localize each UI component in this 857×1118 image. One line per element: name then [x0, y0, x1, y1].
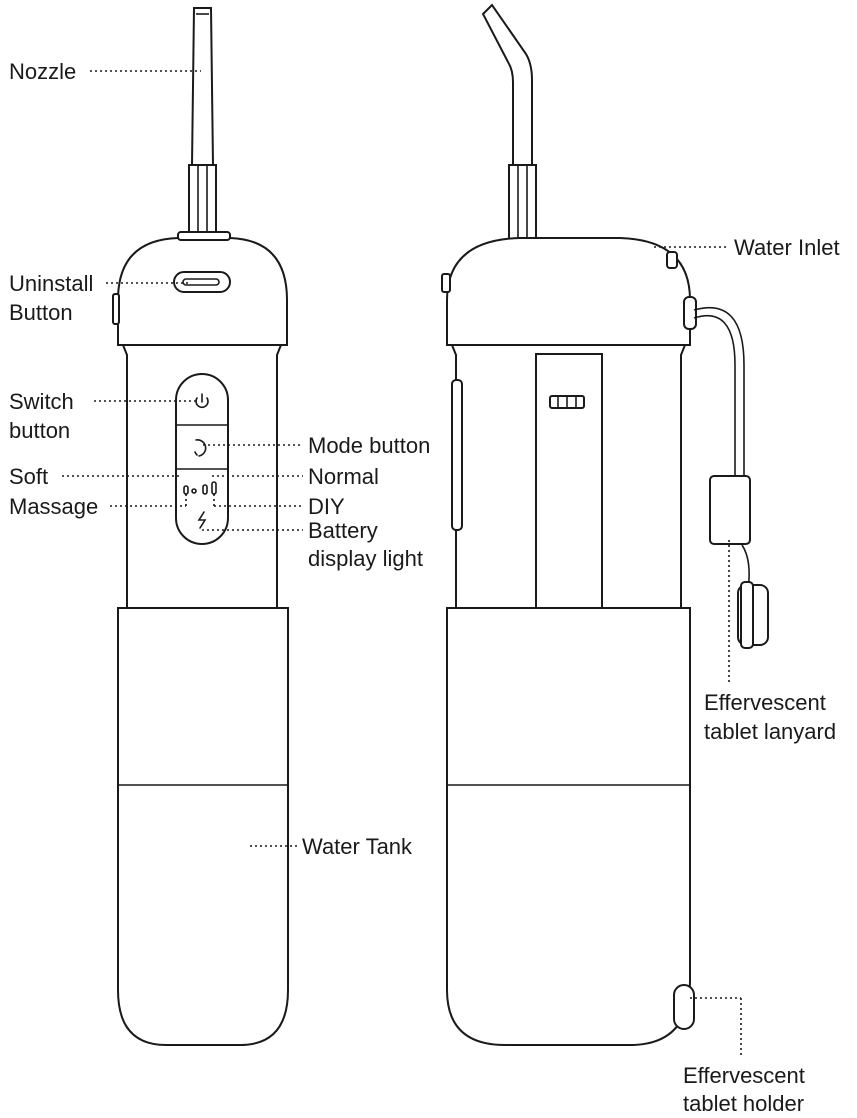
front-nozzle-base: [177, 231, 231, 241]
side-nozzle: [481, 3, 537, 241]
label-water-inlet: Water Inlet: [734, 235, 840, 260]
mode-cycle-icon[interactable]: [194, 439, 207, 457]
side-view: [441, 3, 769, 1046]
front-side-clip: [112, 293, 120, 325]
label-lanyard-2: tablet lanyard: [704, 719, 836, 744]
label-holder-2: tablet holder: [683, 1091, 804, 1116]
water-inlet-cap[interactable]: [666, 251, 678, 269]
labels: Nozzle Uninstall Button Switch button Mo…: [9, 59, 840, 1116]
label-diy: DIY: [308, 494, 345, 519]
side-head: [446, 237, 691, 346]
label-switch-2: button: [9, 418, 70, 443]
front-view: [112, 7, 289, 1046]
label-massage: Massage: [9, 494, 98, 519]
side-clip: [441, 273, 451, 293]
label-normal: Normal: [308, 464, 379, 489]
label-holder-1: Effervescent: [683, 1063, 805, 1088]
label-water-tank: Water Tank: [302, 834, 413, 859]
power-icon[interactable]: [195, 393, 209, 409]
label-mode-button: Mode button: [308, 433, 430, 458]
control-panel: [175, 373, 229, 545]
tablet-holder[interactable]: [673, 984, 695, 1030]
label-soft: Soft: [9, 464, 48, 489]
front-water-tank: [117, 607, 289, 1046]
label-battery-1: Battery: [308, 518, 378, 543]
tablet-lanyard: [693, 306, 769, 649]
side-port: [683, 296, 697, 330]
label-battery-2: display light: [308, 546, 423, 571]
label-switch-1: Switch: [9, 389, 74, 414]
label-nozzle: Nozzle: [9, 59, 76, 84]
leader-lines: [62, 70, 742, 1056]
label-uninstall-1: Uninstall: [9, 271, 93, 296]
handle-groove: [535, 353, 603, 613]
uninstall-button[interactable]: [173, 271, 231, 293]
label-lanyard-1: Effervescent: [704, 690, 826, 715]
front-nozzle: [188, 7, 217, 241]
side-buttons: [451, 379, 463, 531]
side-water-tank: [446, 607, 691, 1046]
label-uninstall-2: Button: [9, 300, 73, 325]
lightning-icon: [197, 511, 207, 529]
